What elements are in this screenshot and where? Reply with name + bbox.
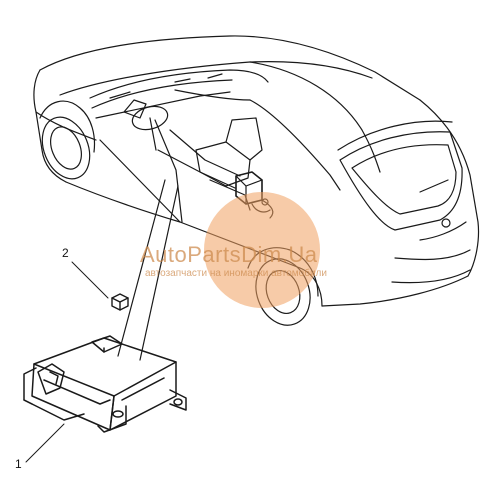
callout-leaders xyxy=(25,261,109,463)
fastener-bolt xyxy=(111,293,129,311)
leader-lines xyxy=(117,179,179,361)
watermark-tagline: автозапчасти на иномарки автомобили xyxy=(145,268,327,279)
airbag-module-body xyxy=(23,335,187,433)
callout-number-2: 2 xyxy=(62,246,69,260)
watermark-logo-text: AutoPartsDim.Ua xyxy=(140,242,318,267)
watermark-disk xyxy=(204,192,320,308)
callout-number-1: 1 xyxy=(15,457,22,471)
